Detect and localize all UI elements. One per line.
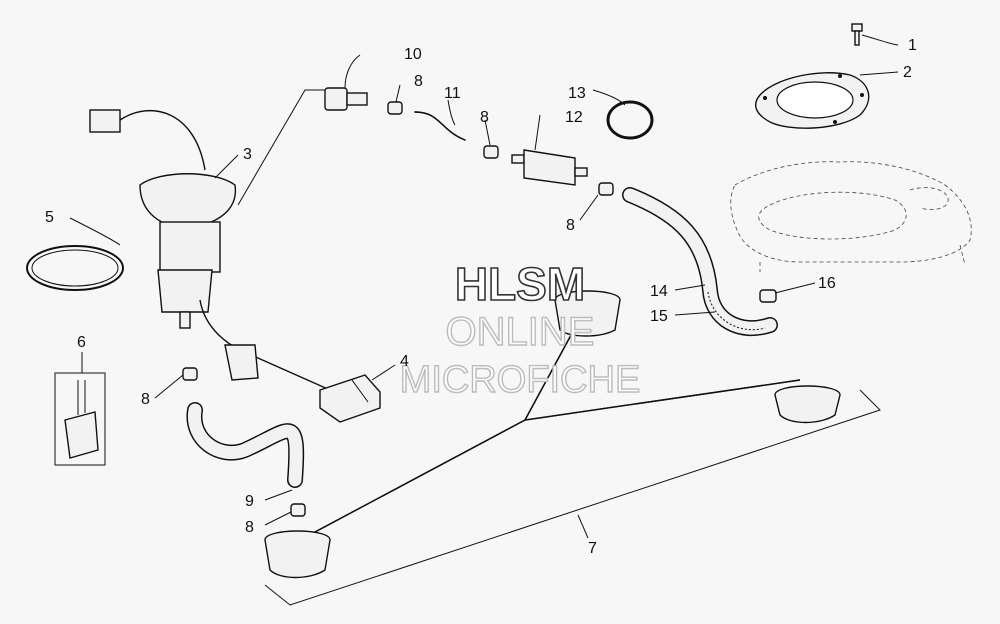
callout-6: 6	[77, 334, 86, 351]
vent-line-assembly	[264, 290, 881, 606]
fuel-pump-assembly	[89, 109, 331, 391]
callout-8: 8	[566, 217, 575, 234]
quick-connector	[324, 87, 368, 111]
svg-text:HLSM: HLSM	[455, 258, 585, 310]
svg-text:ONLINE: ONLINE	[446, 310, 595, 354]
callout-9: 9	[245, 493, 254, 510]
hose-clamps	[182, 101, 777, 517]
callout-10: 10	[404, 46, 422, 63]
callout-11: 11	[444, 85, 461, 102]
callout-2: 2	[903, 64, 912, 81]
callout-12: 12	[565, 109, 583, 126]
float-sender	[319, 374, 381, 423]
vent-hose-fill	[623, 188, 777, 335]
callout-labels: 1 2 3 4 5 6 7 8 8 8 8 8 9 10 11 12 13 14…	[45, 37, 917, 557]
screw-part	[851, 23, 863, 46]
callout-8: 8	[414, 73, 423, 90]
fuel-filter	[511, 149, 588, 186]
hose-clip	[606, 100, 654, 140]
callout-8: 8	[245, 519, 254, 536]
callout-7: 7	[588, 540, 597, 557]
sender-module	[54, 372, 106, 466]
o-ring-part	[26, 245, 124, 291]
fuel-tank-outline	[730, 161, 972, 272]
callout-8: 8	[480, 109, 489, 126]
svg-text:MICROFICHE: MICROFICHE	[400, 359, 641, 401]
callout-14: 14	[650, 283, 668, 300]
callout-1: 1	[908, 37, 917, 54]
callout-8: 8	[141, 391, 150, 408]
fuel-hose-fill	[414, 111, 466, 141]
callout-15: 15	[650, 308, 668, 325]
callout-4: 4	[400, 353, 409, 370]
tank-flange-plate	[754, 72, 870, 129]
return-hose-fill	[188, 403, 303, 487]
watermark: HLSM ONLINE MICROFICHE	[399, 257, 641, 402]
corrugated-sleeve	[707, 291, 766, 331]
callout-13: 13	[568, 85, 586, 102]
leader-lines	[69, 34, 899, 539]
callout-5: 5	[45, 209, 54, 226]
callout-16: 16	[818, 275, 836, 292]
callout-3: 3	[243, 146, 252, 163]
